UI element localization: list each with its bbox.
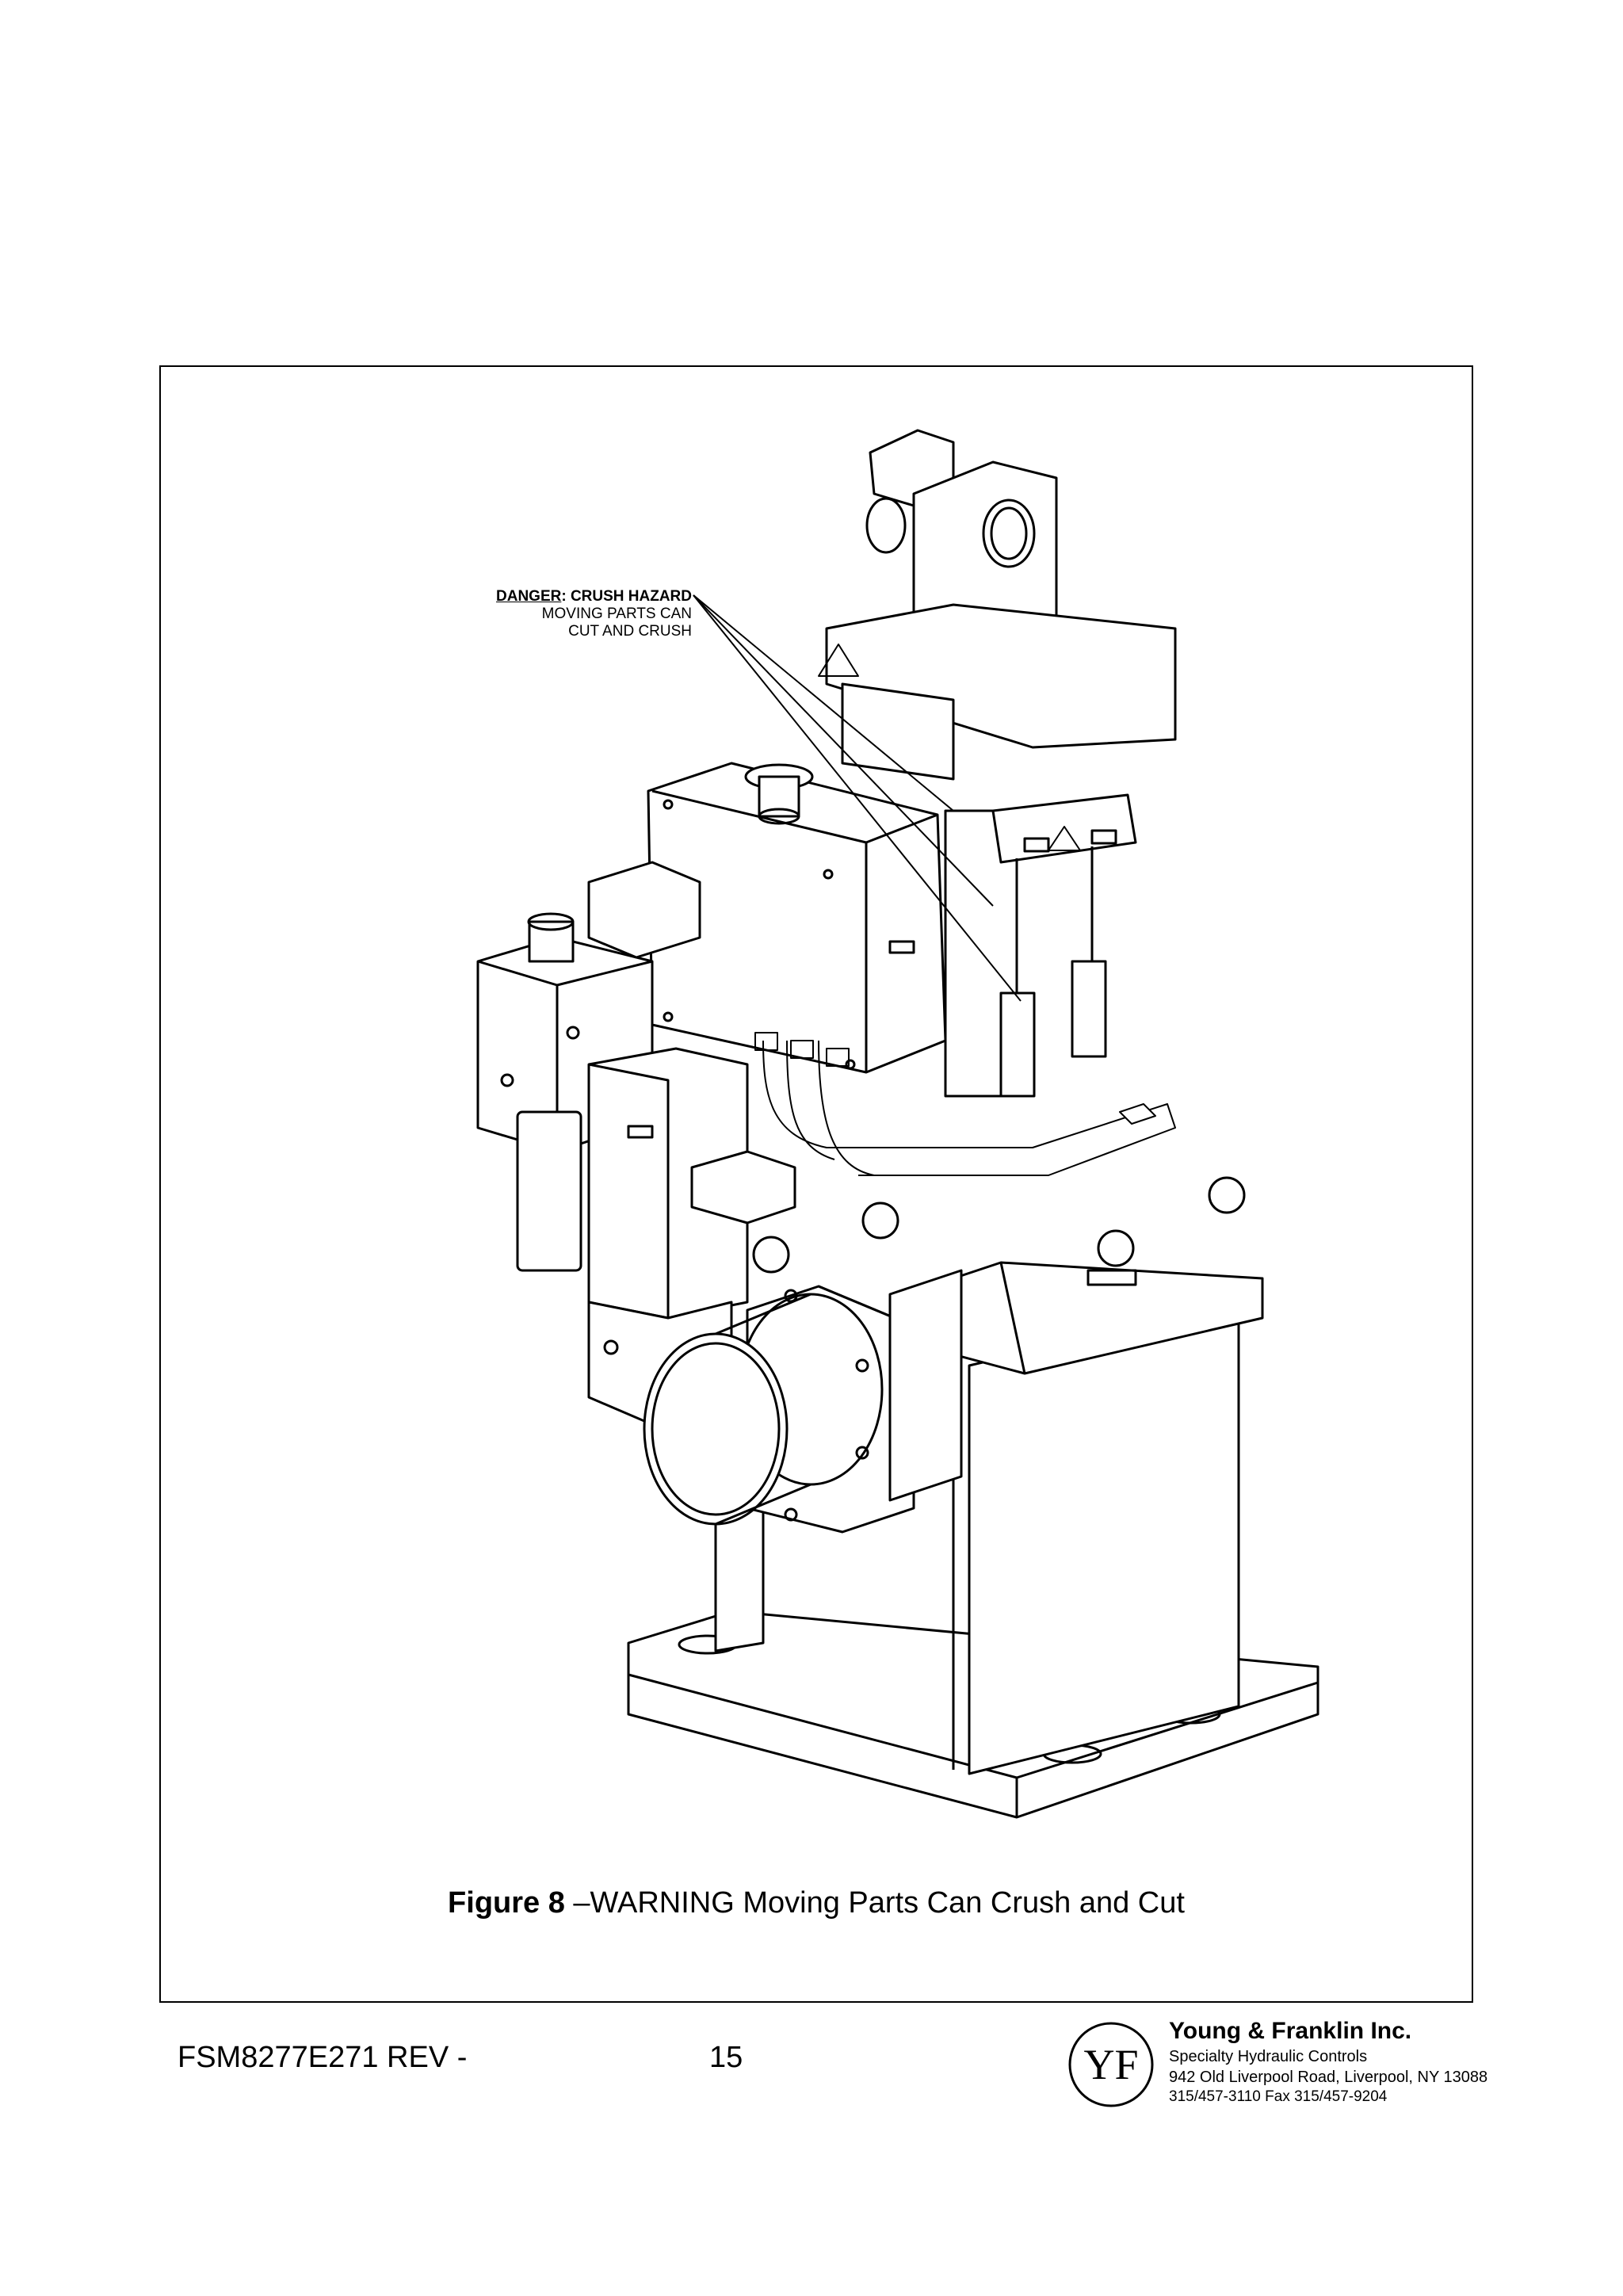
crush-hazard-label: : CRUSH HAZARD — [561, 588, 692, 605]
figure-frame: DANGER: CRUSH HAZARD MOVING PARTS CAN CU… — [159, 365, 1473, 2003]
figure-caption-text: –WARNING Moving Parts Can Crush and Cut — [564, 1886, 1185, 1920]
figure-caption: Figure 8 –WARNING Moving Parts Can Crush… — [161, 1886, 1472, 1920]
company-tagline: Specialty Hydraulic Controls — [1169, 2048, 1368, 2065]
document-id: FSM8277E271 REV - — [178, 2041, 468, 2074]
pump-motor — [643, 1269, 963, 1534]
callout-leaders — [693, 594, 1022, 1002]
page-number: 15 — [709, 2041, 743, 2074]
callout-line-3: CUT AND CRUSH — [568, 623, 692, 640]
callout-line-2: MOVING PARTS CAN — [541, 606, 692, 622]
hydraulic-lines — [754, 1032, 1176, 1176]
clevis-yoke — [818, 429, 1177, 749]
hydraulic-unit-drawing — [476, 429, 1319, 1819]
danger-callout: DANGER: CRUSH HAZARD MOVING PARTS CAN CU… — [422, 588, 692, 640]
manifold-plate — [690, 1150, 1246, 1274]
callout-line-1: DANGER: CRUSH HAZARD — [422, 588, 692, 606]
company-phone-fax: 315/457-3110 Fax 315/457-9204 — [1169, 2088, 1388, 2105]
company-address: 942 Old Liverpool Road, Liverpool, NY 13… — [1169, 2069, 1488, 2086]
logo-monogram: YF — [1083, 2041, 1138, 2088]
sensor-bracket — [991, 793, 1137, 1098]
danger-label: DANGER — [496, 588, 562, 605]
figure-number: Figure 8 — [448, 1886, 565, 1920]
company-name: Young & Franklin Inc. — [1169, 2018, 1412, 2044]
company-logo: YF — [1068, 2022, 1154, 2107]
